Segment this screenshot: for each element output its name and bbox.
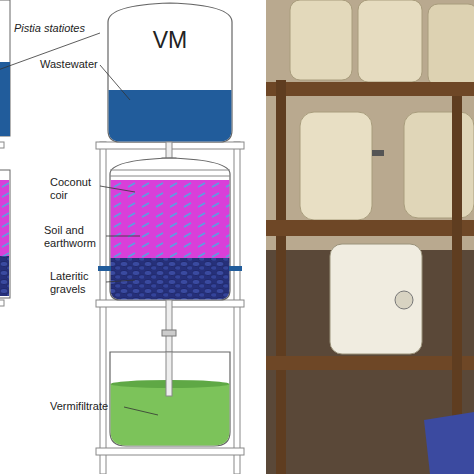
leader-line (124, 407, 158, 415)
barrel (290, 0, 352, 80)
layer-label: Soil and earthworm (44, 224, 106, 250)
layer-label: Wastewater (40, 58, 110, 71)
partial-shelf (0, 300, 4, 306)
tank-drum: VM (108, 3, 232, 142)
shelf-plank (266, 356, 474, 370)
barrel (300, 112, 372, 220)
filter-drum (110, 158, 230, 300)
leader-line (100, 65, 130, 100)
partial-drum (0, 0, 10, 136)
tap (372, 150, 384, 156)
side-outlet (98, 266, 111, 271)
collector (110, 352, 230, 446)
stand (96, 142, 244, 474)
wastewater (109, 90, 232, 141)
collector-outlet (395, 291, 413, 309)
leader-lines (0, 33, 158, 415)
layer-label: Lateritic gravels (50, 270, 104, 296)
stand-leg (100, 142, 106, 474)
barrel (428, 4, 474, 86)
partial-apparatus (0, 0, 10, 306)
species-label: Pistia statiotes (14, 22, 104, 35)
pipe (166, 352, 172, 396)
pipe (166, 300, 172, 396)
drum-rim (110, 176, 230, 177)
shelf-plank (266, 82, 474, 96)
partial-coir (0, 180, 9, 256)
side-outlet (229, 266, 242, 271)
shelf-post (276, 80, 286, 474)
photograph (266, 0, 474, 474)
partial-shelf (0, 142, 4, 148)
drum-rim (110, 170, 230, 171)
shelf-plank (266, 220, 474, 236)
stand-shelf (96, 448, 244, 455)
leader-line (106, 236, 140, 237)
partial-drum (0, 170, 10, 298)
leader-line (100, 186, 135, 192)
coir-soil-layer (111, 180, 230, 258)
barrel (358, 0, 422, 82)
leader-line (106, 280, 135, 282)
tank-label: VM (108, 27, 232, 54)
gravel-layer (111, 258, 230, 299)
stand-leg (234, 142, 240, 474)
layer-label: Coconut coir (50, 176, 100, 202)
blue-bucket (424, 412, 474, 474)
partial-gravel (0, 256, 9, 296)
collector-barrel (330, 244, 422, 354)
valve (162, 330, 176, 336)
barrel (404, 112, 474, 218)
top-drum (108, 3, 232, 142)
product-label: Vermifiltrate (50, 400, 130, 413)
partial-water (0, 62, 10, 136)
